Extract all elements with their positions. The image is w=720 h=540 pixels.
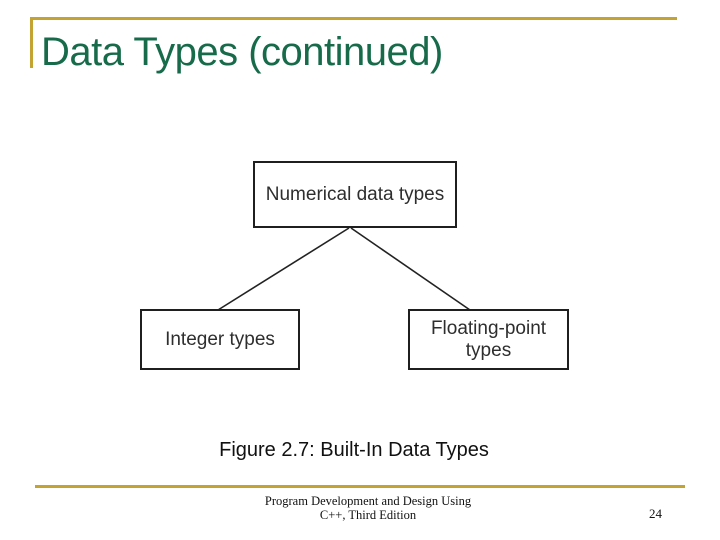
footer-credit: Program Development and Design Using C++…	[8, 494, 720, 522]
diagram-node-label: Integer types	[165, 328, 275, 350]
footer-rule	[35, 485, 685, 488]
diagram-node-numerical-data-types: Numerical data types	[253, 161, 457, 228]
title-left-rule	[30, 17, 33, 68]
page-number: 24	[649, 506, 662, 521]
page-title: Data Types (continued)	[41, 30, 443, 74]
diagram-node-label: Floating-point types	[430, 317, 547, 361]
title-top-rule	[30, 17, 677, 20]
footer-credit-line-1: Program Development and Design Using	[264, 494, 472, 508]
diagram-node-floating-point-types: Floating-point types	[408, 309, 569, 370]
figure-caption: Figure 2.7: Built-In Data Types	[219, 439, 489, 461]
diagram-node-integer-types: Integer types	[140, 309, 300, 370]
footer-credit-line-2: C++, Third Edition	[319, 507, 417, 522]
diagram-node-label: Numerical data types	[265, 183, 445, 205]
